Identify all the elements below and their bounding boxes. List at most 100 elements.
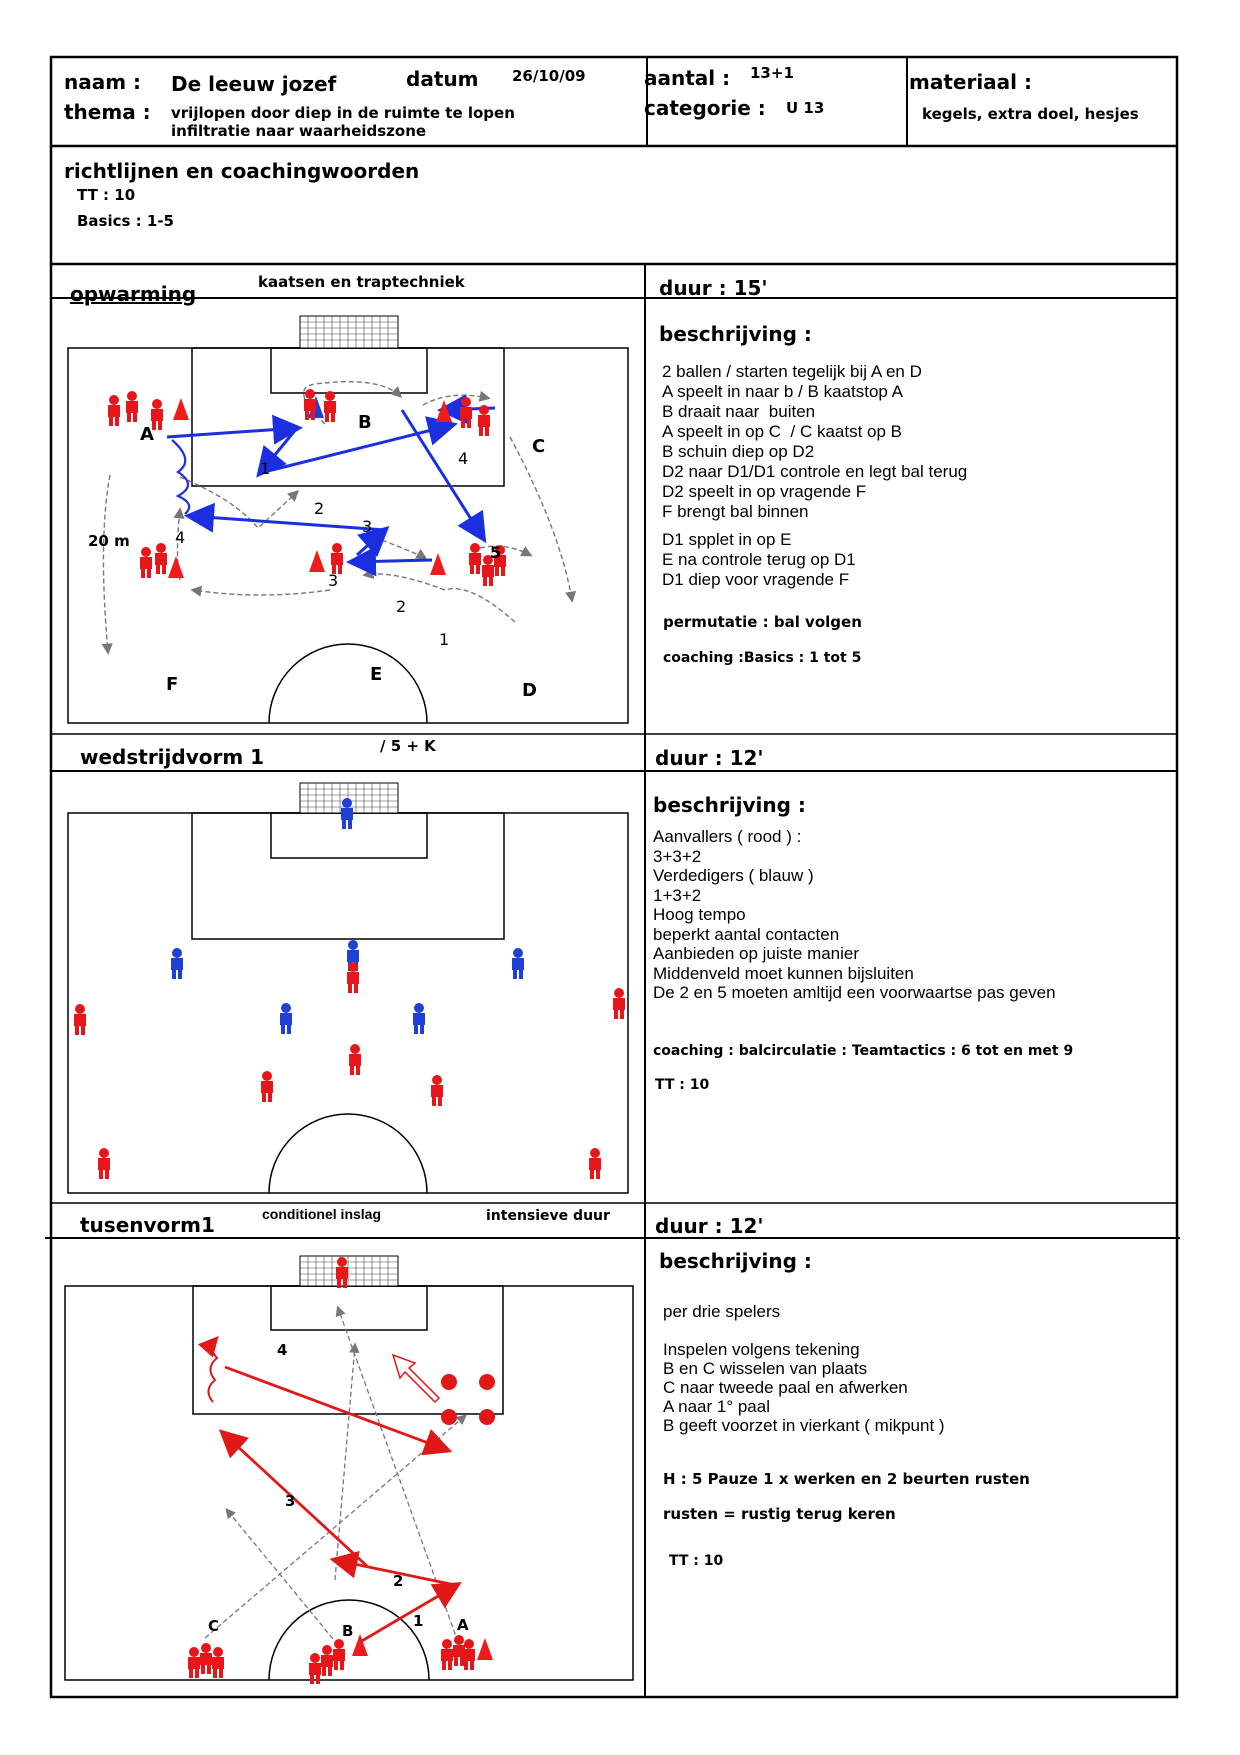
materiaal-label: materiaal : xyxy=(909,70,1032,94)
desc-line: D2 speelt in op vragende F xyxy=(662,482,867,501)
goal-net xyxy=(299,315,399,349)
section-2-title: wedstrijdvorm 1 xyxy=(80,745,265,769)
desc-line: B schuin diep op D2 xyxy=(662,442,815,461)
datum-value: 26/10/09 xyxy=(512,67,586,85)
section-1-duur: duur : 15' xyxy=(659,276,768,300)
pass-number: 2 xyxy=(393,1572,403,1590)
goal-box xyxy=(270,1285,428,1331)
thema-line-2: infiltratie naar waarheidszone xyxy=(171,122,427,140)
pass-number: 1 xyxy=(413,1612,423,1630)
section-1-title: opwarming xyxy=(70,282,197,306)
section-1-subtitle: kaatsen en traptechniek xyxy=(258,273,465,291)
center-arc xyxy=(268,1113,428,1194)
datum-label: datum xyxy=(406,67,479,91)
section-2-diagram xyxy=(67,782,629,1194)
pass-number: 1 xyxy=(439,630,449,649)
section-3-h: H : 5 Pauze 1 x werken en 2 beurten rust… xyxy=(663,1470,1030,1488)
section-3-beschrijving: beschrijving : xyxy=(659,1249,812,1273)
desc-line: B geeft voorzet in vierkant ( mikpunt ) xyxy=(663,1416,945,1435)
section-1-description: 2 ballen / starten tegelijk bij A en D A… xyxy=(662,362,967,590)
goal-box xyxy=(270,347,428,394)
section-1-coaching: coaching :Basics : 1 tot 5 xyxy=(663,650,862,666)
section-3-title: tusenvorm1 xyxy=(80,1213,215,1237)
section-2-description: Aanvallers ( rood ) : 3+3+2 Verdedigers … xyxy=(653,827,1056,1003)
cones xyxy=(352,1634,493,1660)
naam-value: De leeuw jozef xyxy=(171,72,337,96)
section-2-tt: TT : 10 xyxy=(655,1077,710,1093)
pass-number: 3 xyxy=(285,1492,295,1510)
desc-line: Aanbieden op juiste manier xyxy=(653,944,860,963)
desc-line: Aanvallers ( rood ) : xyxy=(653,827,802,846)
center-arc xyxy=(268,643,428,724)
section-1-permutatie: permutatie : bal volgen xyxy=(663,613,862,631)
label-A: A xyxy=(457,1616,469,1634)
players xyxy=(188,1257,475,1684)
goal-net xyxy=(299,1255,399,1287)
desc-line: Inspelen volgens tekening xyxy=(663,1340,860,1359)
desc-line: D2 naar D1/D1 controle en legt bal terug xyxy=(662,462,968,481)
pass-number: 3 xyxy=(362,517,372,536)
pass-number: 1 xyxy=(260,459,270,478)
desc-line: E na controle terug op D1 xyxy=(662,550,856,569)
defenders xyxy=(171,798,524,1034)
section-3-description: per drie spelers Inspelen volgens tekeni… xyxy=(663,1302,945,1435)
desc-line: Verdedigers ( blauw ) xyxy=(653,866,814,885)
section-1-beschrijving: beschrijving : xyxy=(659,322,812,346)
pass-number: 4 xyxy=(175,528,185,547)
desc-line: D1 diep voor vragende F xyxy=(662,570,850,589)
guidelines-basics: Basics : 1-5 xyxy=(77,212,174,230)
penalty-box xyxy=(191,812,505,940)
pass-number: 5 xyxy=(490,543,501,562)
desc-line: B en C wisselen van plaats xyxy=(663,1359,868,1378)
desc-line: De 2 en 5 moeten amltijd een voorwaartse… xyxy=(653,983,1056,1002)
penalty-box xyxy=(192,1285,504,1415)
categorie-label: categorie : xyxy=(644,96,766,120)
shot-arrow xyxy=(391,1353,441,1404)
pass-number: 4 xyxy=(277,1341,287,1359)
desc-line: F brengt bal binnen xyxy=(662,502,809,521)
desc-line: D1 spplet in op E xyxy=(662,530,792,549)
aantal-label: aantal : xyxy=(644,66,731,90)
pitch-outline xyxy=(67,347,629,724)
categorie-value: U 13 xyxy=(786,99,825,117)
section-2-coaching: coaching : balcirculatie : Teamtactics :… xyxy=(653,1043,1074,1059)
dribble-path xyxy=(197,1336,219,1403)
desc-line: 2 ballen / starten tegelijk bij A en D xyxy=(662,362,922,381)
section-1-diagram: A B C D E F 20 m 1 2 3 4 5 3 4 2 1 xyxy=(67,315,629,724)
label-B: B xyxy=(342,1622,353,1640)
desc-line: A speelt in op C / C kaatst op B xyxy=(662,422,903,441)
desc-line: A naar 1° paal xyxy=(663,1397,770,1416)
label-E: E xyxy=(370,664,382,685)
pitch-outline xyxy=(67,812,629,1194)
label-A: A xyxy=(140,424,154,445)
pitch-outline xyxy=(64,1285,634,1681)
center-arc xyxy=(268,1599,430,1681)
desc-line: per drie spelers xyxy=(663,1302,781,1321)
label-F: F xyxy=(166,674,178,695)
pass-number: 2 xyxy=(396,597,406,616)
thema-line-1: vrijlopen door diep in de ruimte te lope… xyxy=(171,104,515,122)
desc-line: Hoog tempo xyxy=(653,905,746,924)
aantal-value: 13+1 xyxy=(750,64,794,82)
section-2-duur: duur : 12' xyxy=(655,746,764,770)
target-balls xyxy=(441,1374,495,1425)
desc-line: A speelt in naar b / B kaatstop A xyxy=(662,382,903,401)
materiaal-value: kegels, extra doel, hesjes xyxy=(922,105,1139,123)
label-C: C xyxy=(532,436,545,457)
section-2-subtitle: / 5 + K xyxy=(380,737,436,755)
pass-number: 3 xyxy=(328,571,338,590)
desc-line xyxy=(662,522,967,530)
players xyxy=(108,389,506,586)
cones xyxy=(168,398,452,578)
pass-number: 2 xyxy=(314,499,324,518)
guidelines-tt: TT : 10 xyxy=(77,186,136,204)
dribble-path xyxy=(171,439,191,515)
attackers xyxy=(74,962,625,1179)
desc-line: Middenveld moet kunnen bijsluiten xyxy=(653,963,914,983)
thema-label: thema : xyxy=(64,100,151,124)
desc-line: 3+3+2 xyxy=(653,846,702,866)
desc-line: beperkt aantal contacten xyxy=(653,924,840,944)
section-3-tt: TT : 10 xyxy=(669,1553,724,1569)
section-3-subtitle: conditionel inslag xyxy=(262,1206,382,1222)
